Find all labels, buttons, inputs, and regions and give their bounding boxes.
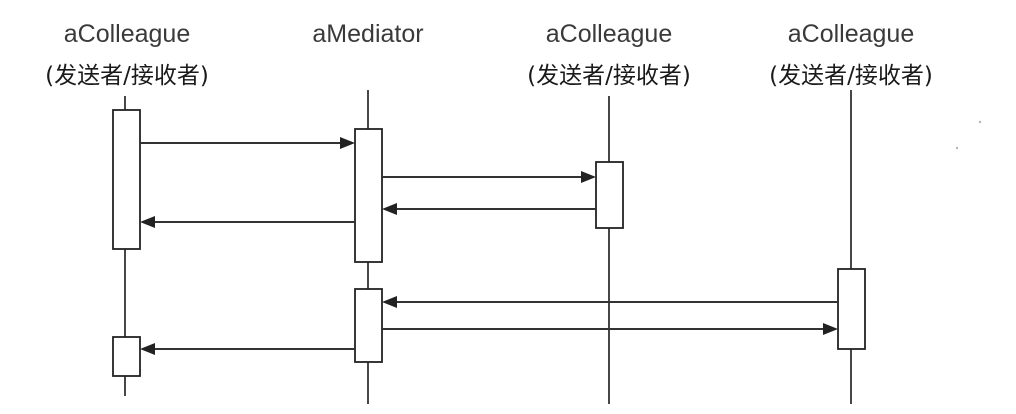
participant-colleague-3-role: (发送者/接收者) [769, 63, 933, 89]
message-colleague3-to-mediator [382, 296, 838, 308]
arrowhead-left-icon [140, 216, 155, 228]
scan-speck [955, 146, 959, 150]
participant-colleague-2-name: aColleague [546, 20, 673, 48]
message-mediator-to-colleague1-second [140, 343, 355, 355]
arrowhead-right-icon [340, 137, 355, 149]
message-mediator-to-colleague1 [140, 216, 355, 228]
activation-colleague-3 [837, 268, 866, 350]
participant-colleague-1-header: aColleague (发送者/接收者) [45, 20, 209, 89]
participant-colleague-1-name: aColleague [64, 20, 191, 48]
participant-colleague-3-name: aColleague [788, 20, 915, 48]
message-mediator-to-colleague2 [382, 171, 596, 183]
participant-colleague-2-header: aColleague (发送者/接收者) [527, 20, 691, 89]
message-colleague1-to-mediator [140, 137, 355, 149]
message-colleague2-to-mediator [382, 203, 596, 215]
participant-colleague-2-role: (发送者/接收者) [527, 63, 691, 89]
scan-speck [978, 120, 982, 124]
participant-colleague-3-header: aColleague (发送者/接收者) [769, 20, 933, 89]
arrowhead-right-icon [823, 323, 838, 335]
message-mediator-to-colleague3 [382, 323, 838, 335]
arrowhead-left-icon [382, 296, 397, 308]
arrowhead-left-icon [140, 343, 155, 355]
arrowhead-left-icon [382, 203, 397, 215]
participant-mediator-name: aMediator [312, 20, 423, 48]
arrowhead-right-icon [581, 171, 596, 183]
activation-colleague-1-first [112, 109, 141, 250]
activation-mediator-first [354, 128, 383, 263]
activation-colleague-2 [595, 161, 624, 229]
activation-mediator-second [354, 288, 383, 363]
participant-colleague-1-role: (发送者/接收者) [45, 63, 209, 89]
activation-colleague-1-second [112, 336, 141, 377]
participant-mediator-header: aMediator [312, 20, 423, 48]
